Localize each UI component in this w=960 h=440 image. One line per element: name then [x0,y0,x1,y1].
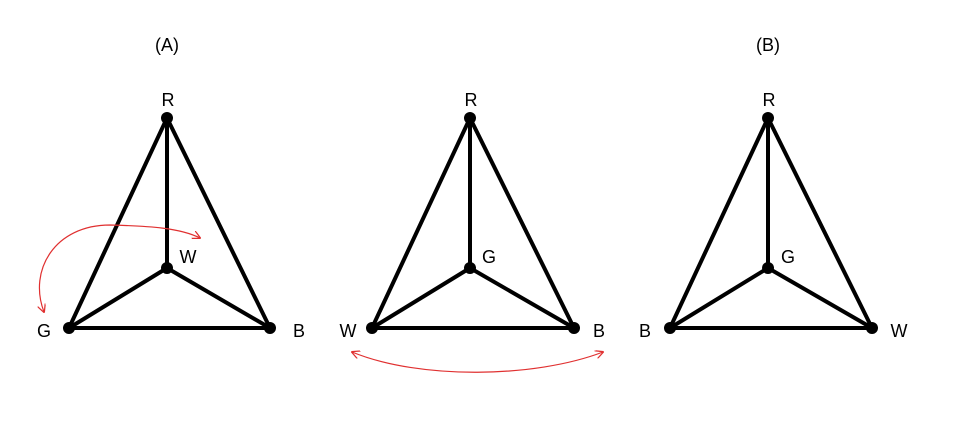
label-left: W [340,321,357,341]
label-right: B [593,321,605,341]
edge-top-right [766,116,874,330]
node-top [161,112,173,124]
node-center [161,262,173,274]
label-right: W [891,321,908,341]
label-center: G [781,247,795,267]
label-top: R [465,90,478,110]
label-top: R [763,90,776,110]
edge-top-right [165,116,272,330]
node-right [568,322,580,334]
node-top [762,112,774,124]
panel-middle: R G W B [340,90,606,373]
panel-b-caption: (B) [756,35,780,55]
label-center: G [482,247,496,267]
node-center [762,262,774,274]
label-center: W [180,247,197,267]
edge-center-left [370,266,472,330]
label-left: G [37,321,51,341]
edge-center-right [468,266,576,330]
panel-a: (A) R W G B [37,35,305,341]
label-right: B [293,321,305,341]
edge-center-right [766,266,874,330]
edge-center-left [668,266,770,330]
edge-top-left [370,116,472,330]
node-right [264,322,276,334]
panel-a-caption: (A) [155,35,179,55]
node-left [366,322,378,334]
node-left [664,322,676,334]
edge-top-left [668,116,770,330]
label-top: R [162,90,175,110]
label-left: B [639,321,651,341]
edge-top-right [468,116,576,330]
node-top [464,112,476,124]
swap-arrow [352,352,603,373]
node-left [63,322,75,334]
node-center [464,262,476,274]
node-right [866,322,878,334]
panel-b: (B) R G B W [639,35,908,341]
swap-arrow [39,224,200,312]
